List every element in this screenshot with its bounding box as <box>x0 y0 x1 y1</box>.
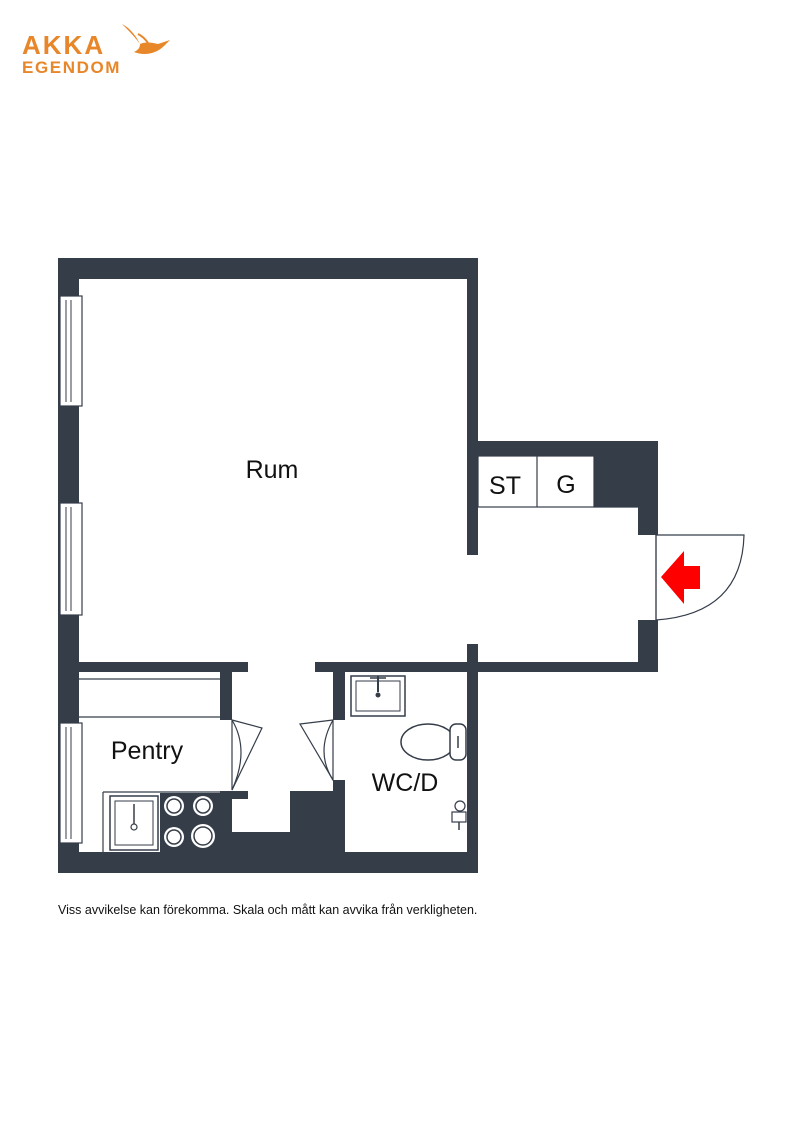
toilet-icon <box>400 723 467 761</box>
bird-icon <box>122 24 170 54</box>
pentry-fixtures <box>79 678 222 852</box>
washbasin-icon <box>350 675 406 717</box>
kitchen-sink-icon <box>109 795 159 851</box>
shower-icon <box>451 800 467 830</box>
room-label-wcd: WC/D <box>372 769 439 797</box>
brand-logo: AKKA EGENDOM <box>22 22 170 82</box>
closets <box>477 455 638 508</box>
window-middle <box>59 502 83 616</box>
room-label-g: G <box>556 471 575 499</box>
wc-fixtures <box>350 675 467 830</box>
disclaimer-text: Viss avvikelse kan förekomma. Skala och … <box>58 903 478 917</box>
logo-text-egendom: EGENDOM <box>22 58 122 77</box>
room-label-rum: Rum <box>246 456 299 484</box>
entrance-arrow-icon <box>661 551 700 604</box>
stove-icon <box>160 793 220 852</box>
wc-door <box>299 719 334 783</box>
walls <box>58 258 658 873</box>
windows <box>59 295 83 844</box>
logo-text-akka: AKKA <box>22 30 106 60</box>
room-label-st: ST <box>489 472 521 500</box>
window-upper <box>59 295 83 407</box>
room-label-pentry: Pentry <box>111 737 184 765</box>
window-lower <box>59 722 83 844</box>
